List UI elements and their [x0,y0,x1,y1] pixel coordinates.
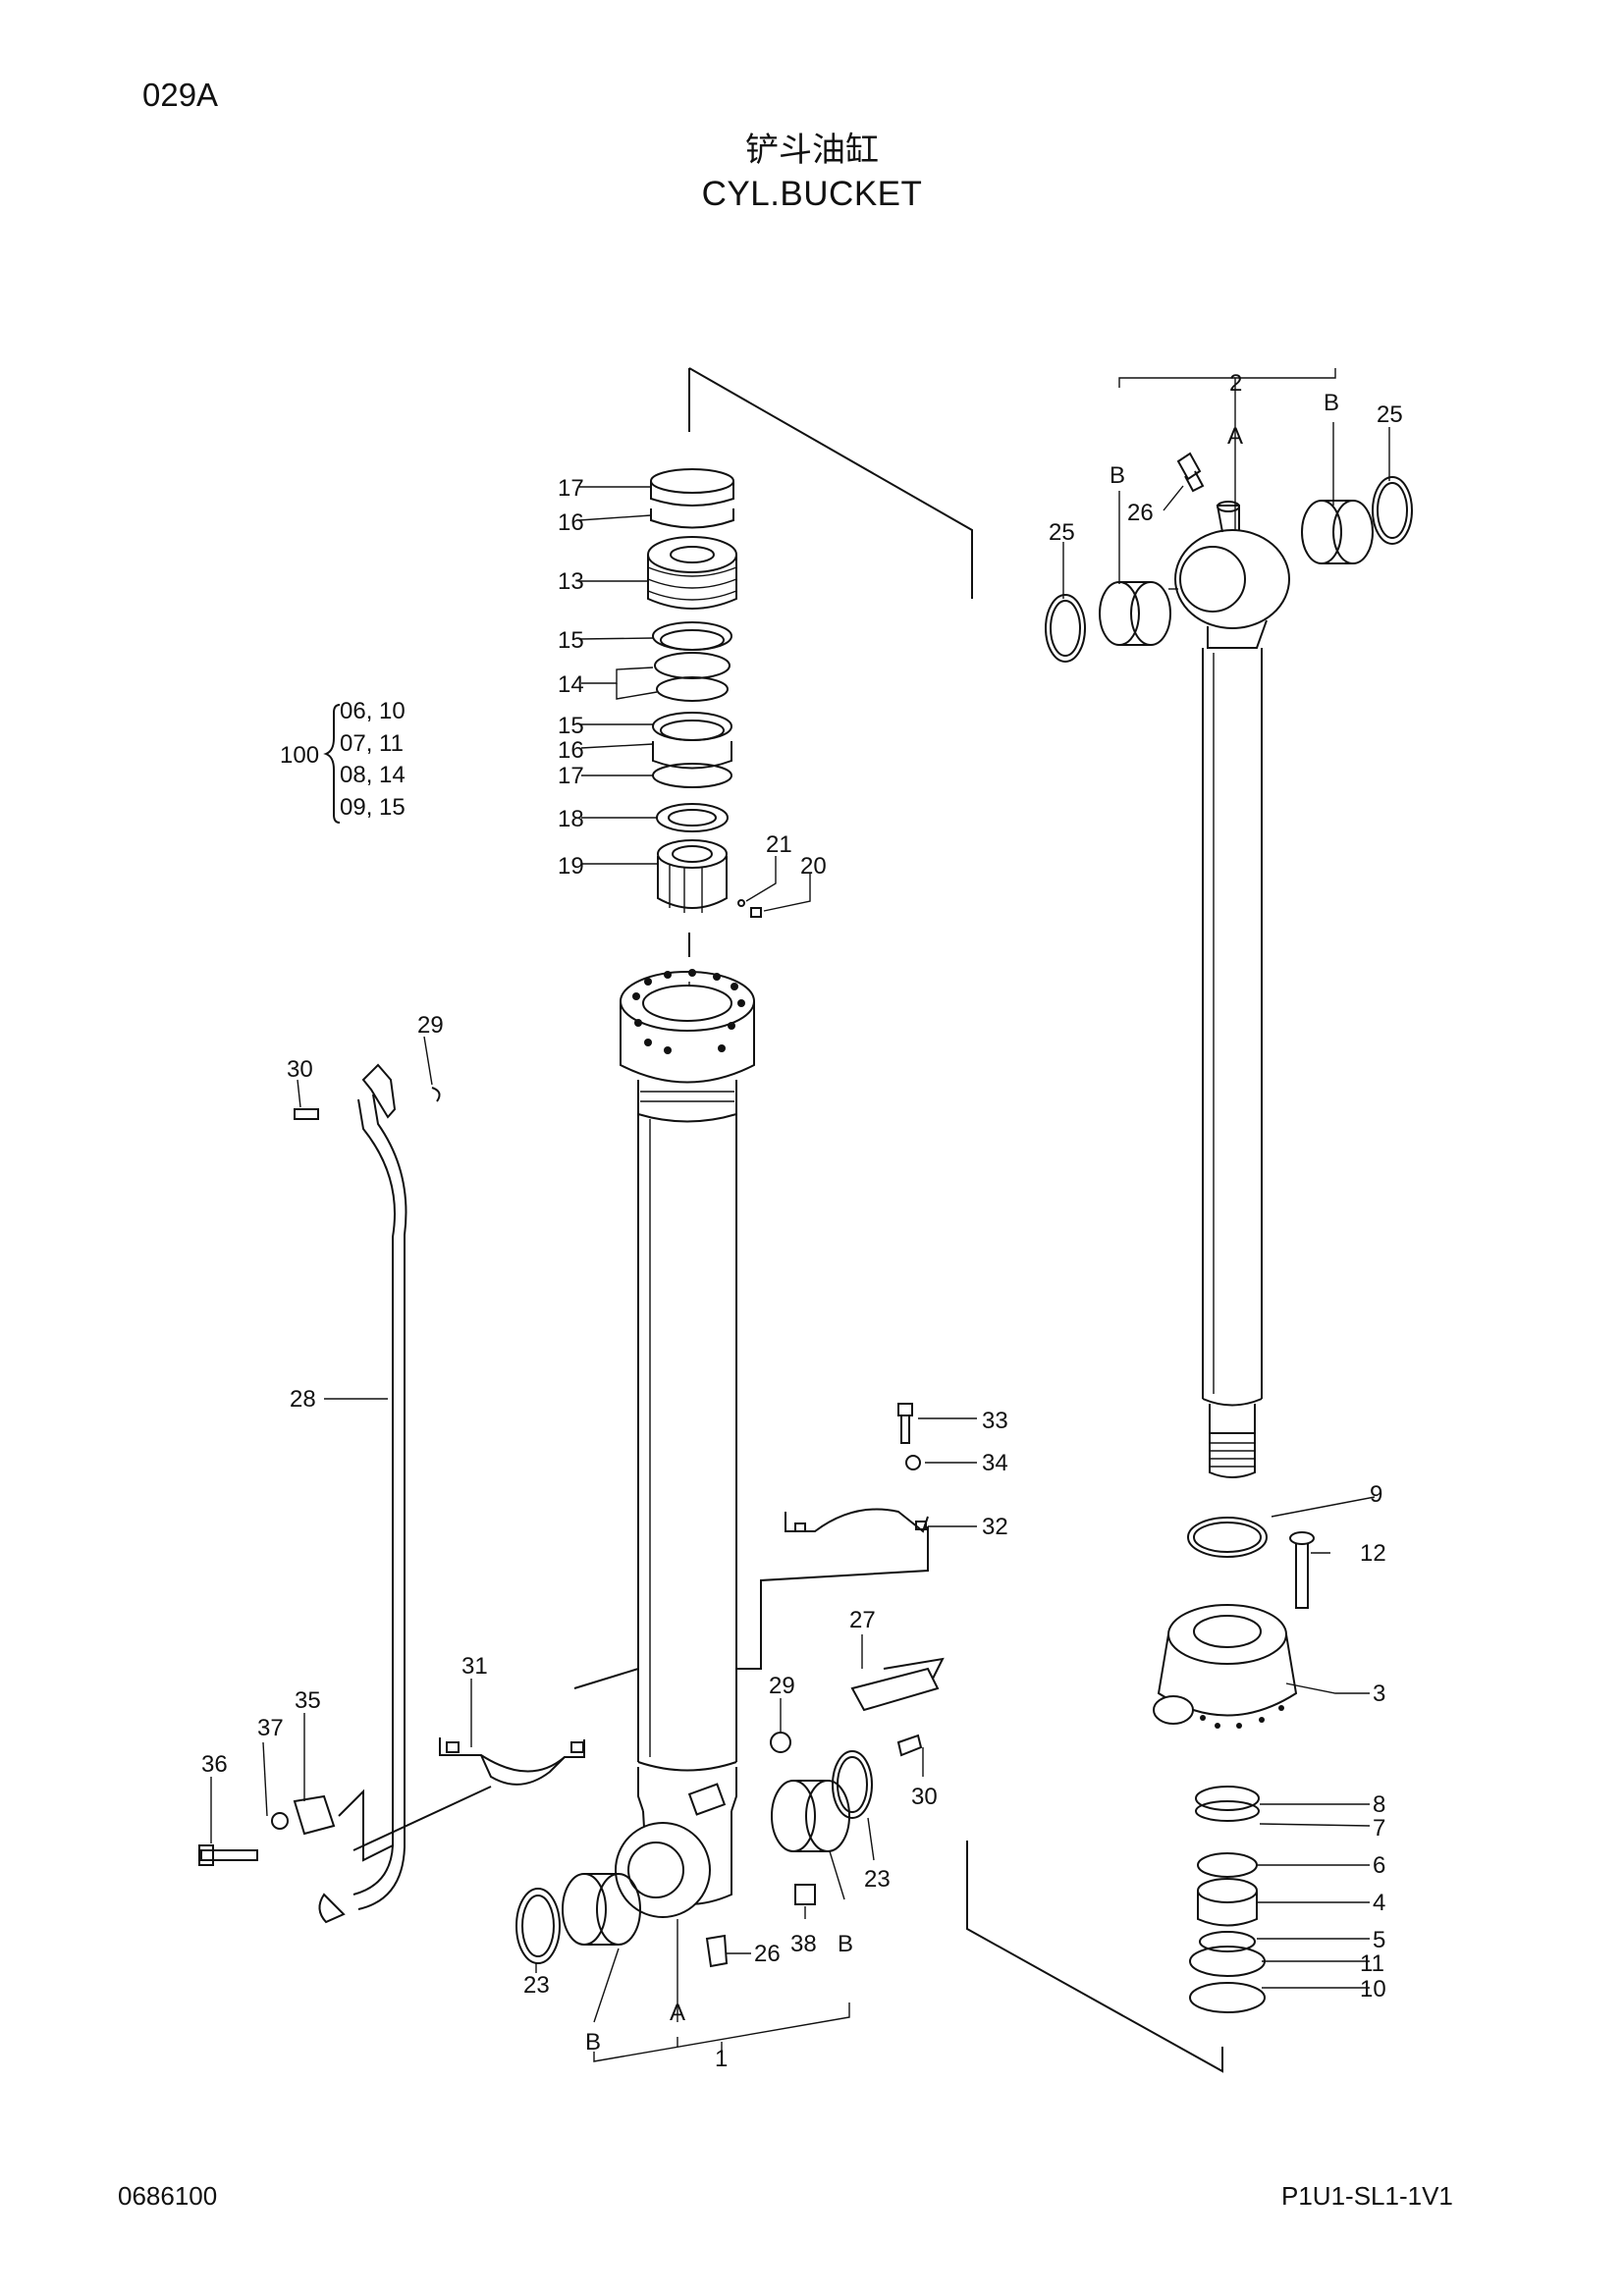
piston-holes [1200,1705,1284,1729]
label-rod-b-left: B [1110,462,1125,489]
callout-28: 28 [290,1386,316,1413]
callout-6: 6 [1373,1852,1385,1879]
callout-15a: 15 [558,627,584,654]
callout-26b: 26 [1127,500,1154,526]
callout-16a: 16 [558,509,584,536]
clamp-lower [439,1737,585,1786]
label-tube-b-left: B [585,2029,601,2056]
document-number: 0686100 [118,2181,218,2211]
piston-rod [1174,501,1290,1478]
kit-item-4: 09, 15 [340,794,406,821]
callout-2: 2 [1229,370,1242,397]
callout-18: 18 [558,806,584,832]
callout-5: 5 [1373,1927,1385,1953]
callout-32: 32 [982,1514,1008,1540]
callout-29a: 29 [417,1012,444,1039]
callout-27: 27 [849,1607,876,1633]
piston-assembly [1153,1517,1315,2013]
explode-lines [688,367,1223,2073]
callout-3: 3 [1373,1681,1385,1707]
callout-19: 19 [558,853,584,880]
callout-23a: 23 [523,1972,550,1999]
small-parts [198,1403,945,1968]
callout-15b: 15 [558,713,584,739]
clamp-upper [785,1508,929,1533]
callout-25a: 25 [1049,519,1075,546]
hydraulic-pipe [294,1063,441,1924]
page-id: 029A [142,77,219,113]
callout-38: 38 [790,1931,817,1957]
callout-8: 8 [1373,1791,1385,1818]
callout-11: 11 [1360,1950,1384,1977]
callout-35: 35 [295,1687,321,1714]
callout-37: 37 [257,1715,284,1741]
callout-17b: 17 [558,763,584,789]
rod-bushings [1045,476,1413,663]
title-chinese: 铲斗油缸 [745,131,879,170]
kit-item-3: 08, 14 [340,762,406,788]
callout-16b: 16 [558,737,584,764]
callout-31: 31 [461,1653,488,1680]
callout-labels: 17 16 13 15 14 15 16 17 18 19 21 20 06, … [201,370,1403,2072]
kit-item-2: 07, 11 [340,730,404,757]
callout-12: 12 [1360,1540,1386,1567]
callout-1: 1 [715,2046,728,2072]
callout-7: 7 [1373,1815,1385,1842]
kit-bracket [323,704,341,824]
callout-29b: 29 [769,1673,795,1699]
sheet-code: P1U1-SL1-1V1 [1281,2181,1453,2211]
callout-36: 36 [201,1751,228,1778]
cylinder-tube [615,969,755,1918]
grease-nipple-rod [1176,452,1205,493]
label-tube-b-right: B [838,1931,853,1957]
callout-33: 33 [982,1408,1008,1434]
callout-34: 34 [982,1450,1008,1476]
callout-30a: 30 [287,1056,313,1083]
label-rod-a: A [1227,423,1243,450]
callout-26a: 26 [754,1941,781,1967]
leader-lines [210,368,1390,2062]
callout-30b: 30 [911,1784,938,1810]
title-english: CYL.BUCKET [701,175,923,213]
callout-4: 4 [1373,1890,1385,1916]
clamp-link-lines [338,1526,929,1862]
label-rod-b-right: B [1324,390,1339,416]
label-tube-a: A [670,2000,685,2026]
callout-17a: 17 [558,475,584,502]
callout-23b: 23 [864,1866,891,1893]
callout-13: 13 [558,568,584,595]
callout-14: 14 [558,671,584,698]
flange-holes [632,969,745,1054]
callout-25b: 25 [1377,401,1403,428]
kit-item-1: 06, 10 [340,698,406,724]
callout-9: 9 [1370,1481,1382,1508]
seal-stack [647,468,762,918]
callout-20: 20 [800,853,827,880]
tube-bushings [515,1750,873,1964]
kit-number: 100 [280,742,319,769]
callout-10: 10 [1360,1976,1386,2002]
callout-21: 21 [766,831,792,858]
